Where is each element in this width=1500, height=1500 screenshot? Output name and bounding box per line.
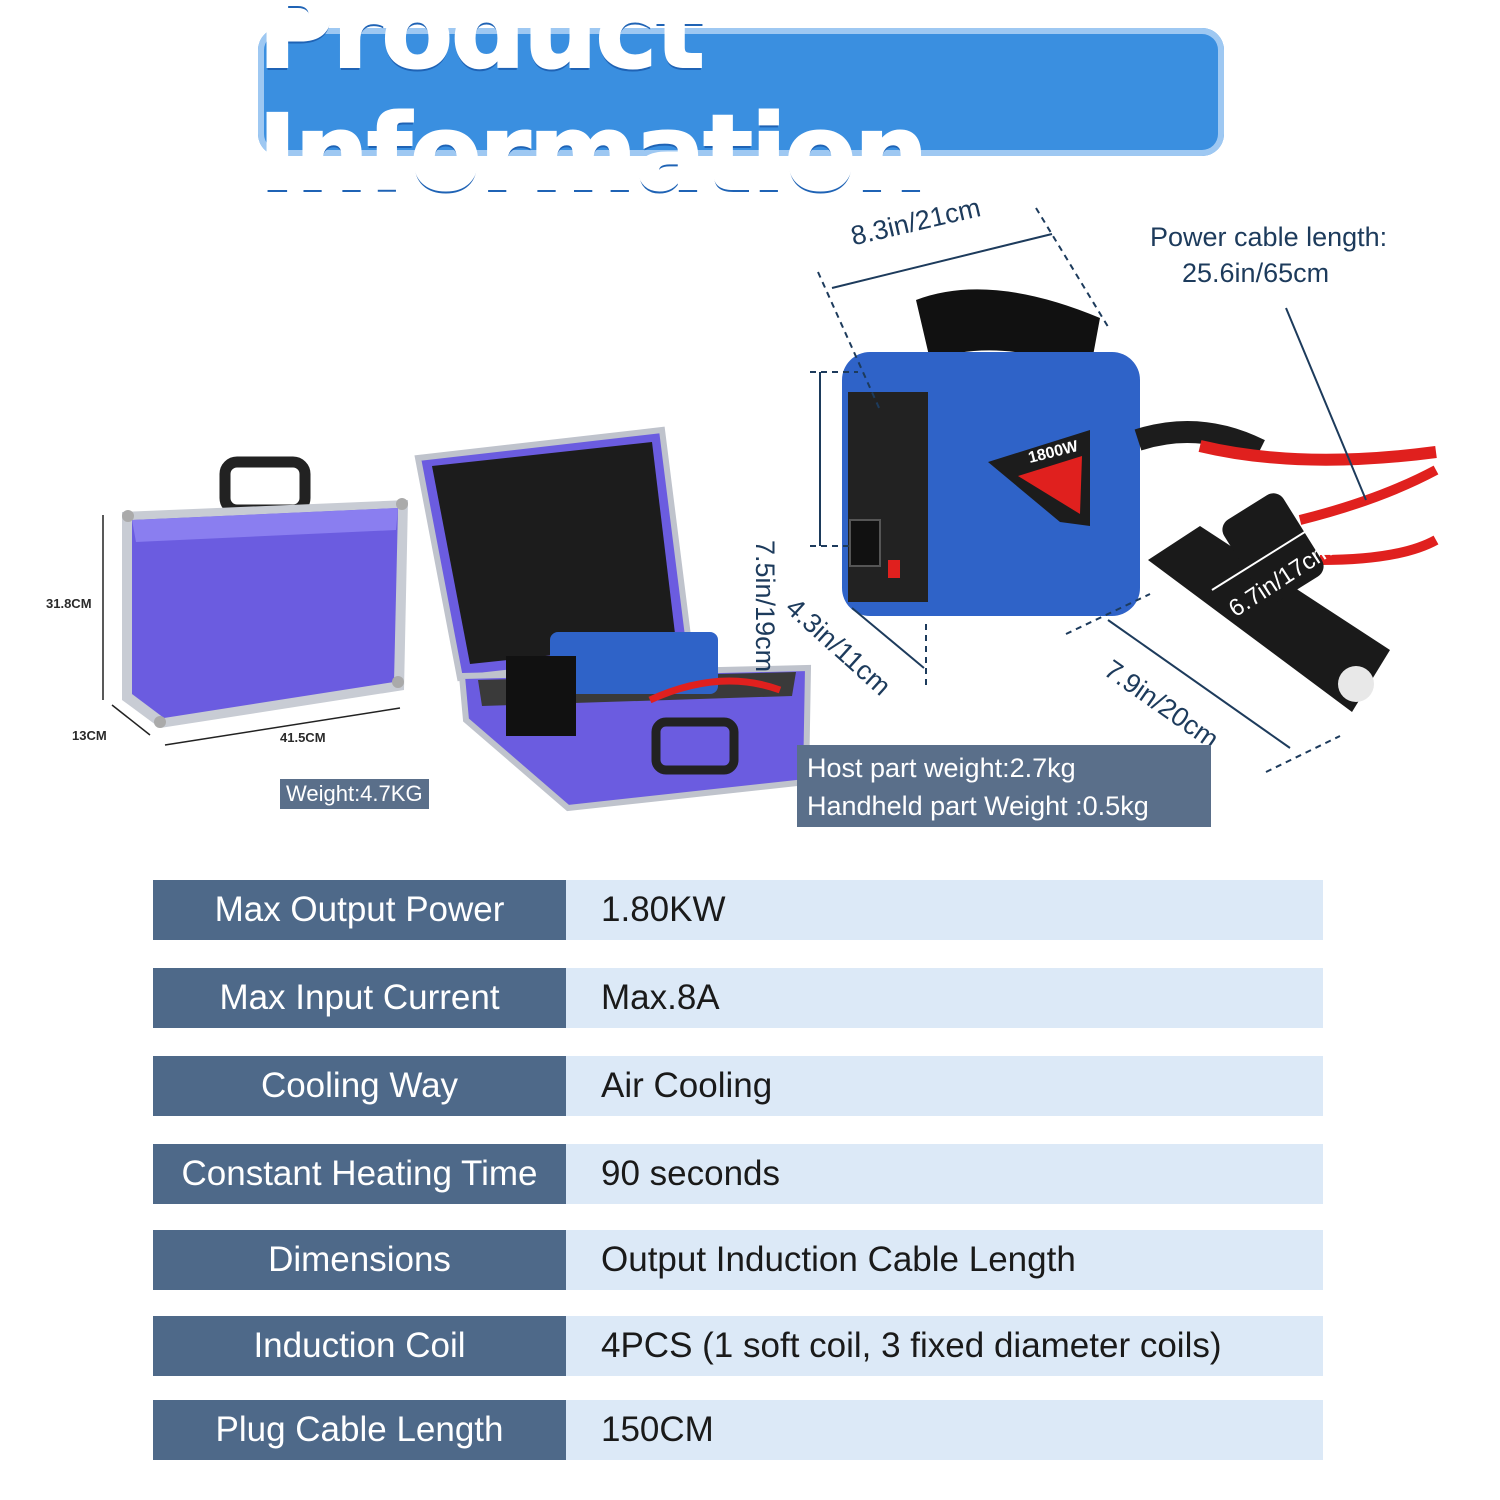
- table-row: Max Input Current Max.8A: [153, 968, 1323, 1028]
- case-weight-tag: Weight:4.7KG: [280, 779, 429, 809]
- spec-key: Constant Heating Time: [153, 1144, 566, 1204]
- spec-value: 1.80KW: [566, 880, 1323, 940]
- case-depth-label: 13CM: [72, 728, 107, 743]
- spec-key: Max Input Current: [153, 968, 566, 1028]
- power-cable-label-line1: Power cable length:: [1150, 222, 1388, 252]
- host-device-image: [842, 289, 1439, 616]
- product-illustration: [102, 207, 1439, 812]
- case-height-label: 31.8CM: [46, 596, 92, 611]
- table-row: Max Output Power 1.80KW: [153, 880, 1323, 940]
- handheld-weight-text: Handheld part Weight :0.5kg: [807, 791, 1149, 821]
- table-row: Induction Coil 4PCS (1 soft coil, 3 fixe…: [153, 1316, 1323, 1376]
- case-width-label: 41.5CM: [280, 730, 326, 745]
- spec-key: Max Output Power: [153, 880, 566, 940]
- spec-value: 150CM: [566, 1400, 1323, 1460]
- spec-key: Plug Cable Length: [153, 1400, 566, 1460]
- spec-value: Output Induction Cable Length: [566, 1230, 1323, 1290]
- table-row: Cooling Way Air Cooling: [153, 1056, 1323, 1116]
- closed-case-image: [122, 456, 408, 728]
- table-row: Dimensions Output Induction Cable Length: [153, 1230, 1323, 1290]
- weight-box: Host part weight:2.7kg Handheld part Wei…: [797, 745, 1211, 827]
- spec-key: Dimensions: [153, 1230, 566, 1290]
- open-case-image: [414, 426, 812, 812]
- power-cable-label-line2: 25.6in/65cm: [1182, 258, 1330, 288]
- spec-key: Cooling Way: [153, 1056, 566, 1116]
- handheld-device-image: [1148, 493, 1390, 712]
- spec-value: 90 seconds: [566, 1144, 1323, 1204]
- host-height-label: 7.5in/19cm: [750, 540, 780, 673]
- spec-value: 4PCS (1 soft coil, 3 fixed diameter coil…: [566, 1316, 1323, 1376]
- table-row: Constant Heating Time 90 seconds: [153, 1144, 1323, 1204]
- spec-value: Air Cooling: [566, 1056, 1323, 1116]
- spec-value: Max.8A: [566, 968, 1323, 1028]
- table-row: Plug Cable Length 150CM: [153, 1400, 1323, 1460]
- host-weight-text: Host part weight:2.7kg: [807, 753, 1076, 783]
- spec-key: Induction Coil: [153, 1316, 566, 1376]
